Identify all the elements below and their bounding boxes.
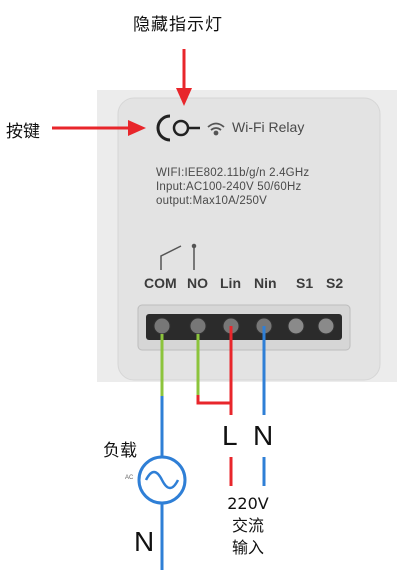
device-spec-input: Input:AC100-240V 50/60Hz	[156, 181, 302, 193]
button-icon	[156, 114, 200, 142]
neutral-n-load-label: N	[134, 526, 155, 557]
terminal-label-no: NO	[187, 275, 208, 291]
screw-s1	[287, 317, 305, 335]
terminal-screws	[153, 317, 335, 335]
input-voltage-label: 220V	[227, 494, 269, 513]
terminal-label-com: COM	[144, 275, 177, 291]
load-label: 负载	[103, 441, 137, 461]
terminal-label-s2: S2	[326, 275, 344, 291]
button-label: 按键	[6, 122, 40, 142]
device-spec-output: output:Max10A/250V	[156, 195, 268, 207]
relay-switch-symbol	[160, 243, 197, 270]
screw-s2	[317, 317, 335, 335]
wifi-icon	[207, 122, 225, 136]
wire-no-to-l-red	[196, 395, 231, 405]
arrow-button	[52, 120, 146, 136]
input-description: 220V 交流 输入	[218, 493, 278, 559]
line-l-label: L	[222, 420, 238, 451]
screw-no	[189, 317, 207, 335]
terminal-slot-strip	[146, 314, 342, 340]
load-ac-label: AC	[125, 475, 134, 481]
input-in-label: 输入	[231, 538, 264, 557]
hidden-indicator-label: 隐藏指示灯	[133, 15, 223, 35]
device-title: Wi-Fi Relay	[232, 119, 305, 135]
neutral-n-input-label: N	[253, 420, 274, 451]
device-spec-wifi: WIFI:IEE802.11b/g/n 2.4GHz	[156, 167, 310, 179]
ac-load-symbol	[137, 455, 187, 505]
arrow-indicator	[176, 49, 192, 106]
terminal-label-lin: Lin	[220, 275, 241, 291]
screw-com	[153, 317, 171, 335]
terminal-label-nin: Nin	[254, 275, 277, 291]
terminal-label-s1: S1	[296, 275, 314, 291]
input-ac-label: 交流	[231, 516, 264, 535]
